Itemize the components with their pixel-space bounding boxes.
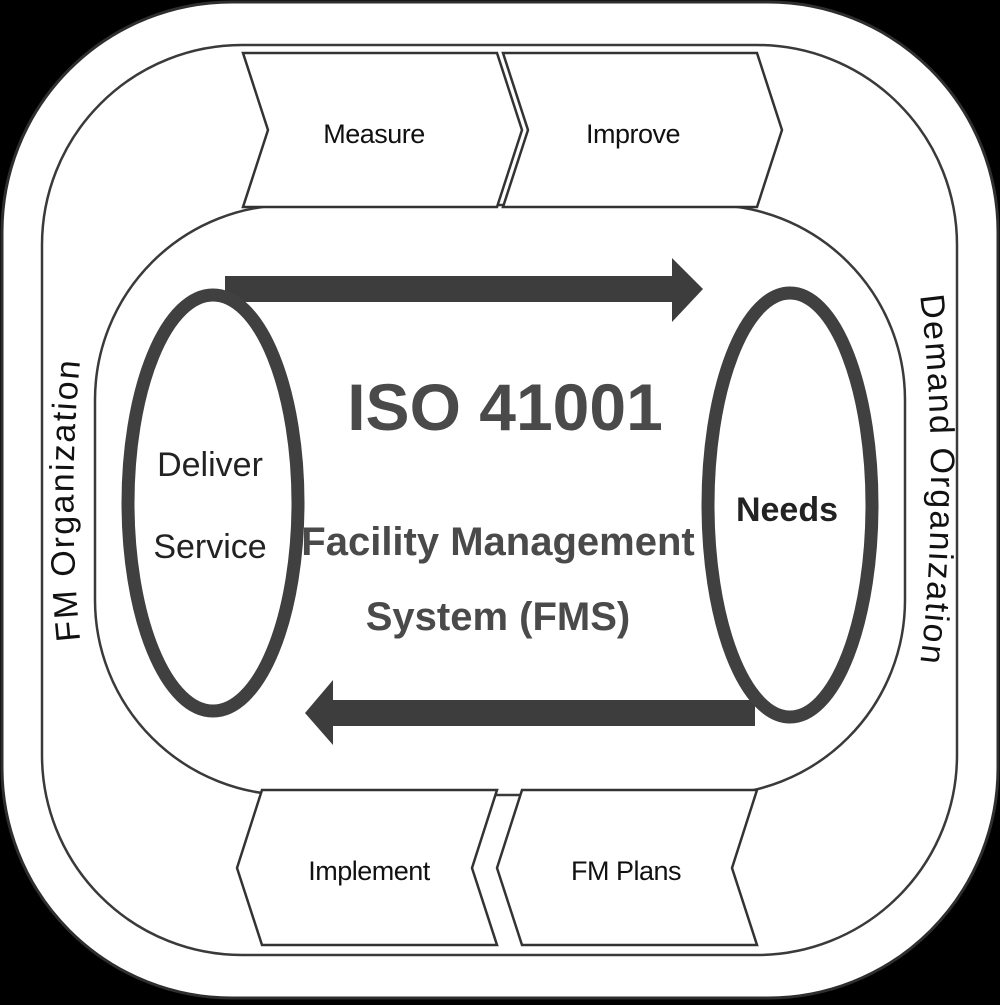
implement-label: Implement [308,856,431,886]
fms-subtitle-line1: Facility Management [301,520,694,564]
deliver-label: Deliver [157,446,263,484]
iso-title: ISO 41001 [347,370,663,444]
improve-label: Improve [586,119,680,149]
top-arrow [225,258,703,322]
top-steps: Measure Improve [241,51,784,209]
bottom-arrow [305,680,755,745]
bottom-arrowhead [305,680,333,745]
measure-label: Measure [323,119,425,149]
measure-chevron [241,51,524,209]
improve-chevron [501,51,784,209]
fm-plans-label: FM Plans [571,856,681,886]
top-arrow-shaft [225,276,680,302]
service-label: Service [153,528,266,566]
bottom-steps: Implement FM Plans [235,788,759,947]
fms-subtitle-line2: System (FMS) [366,595,631,639]
inner-core [93,203,907,797]
fm-organization-label: FM Organization [43,357,88,644]
top-arrowhead [672,258,703,322]
needs-label: Needs [736,491,838,529]
bottom-arrow-shaft [325,700,755,726]
fm-plans-chevron [495,788,759,947]
deliver-service-circle [121,288,305,718]
needs-circle [701,286,879,724]
implement-chevron [235,788,499,947]
